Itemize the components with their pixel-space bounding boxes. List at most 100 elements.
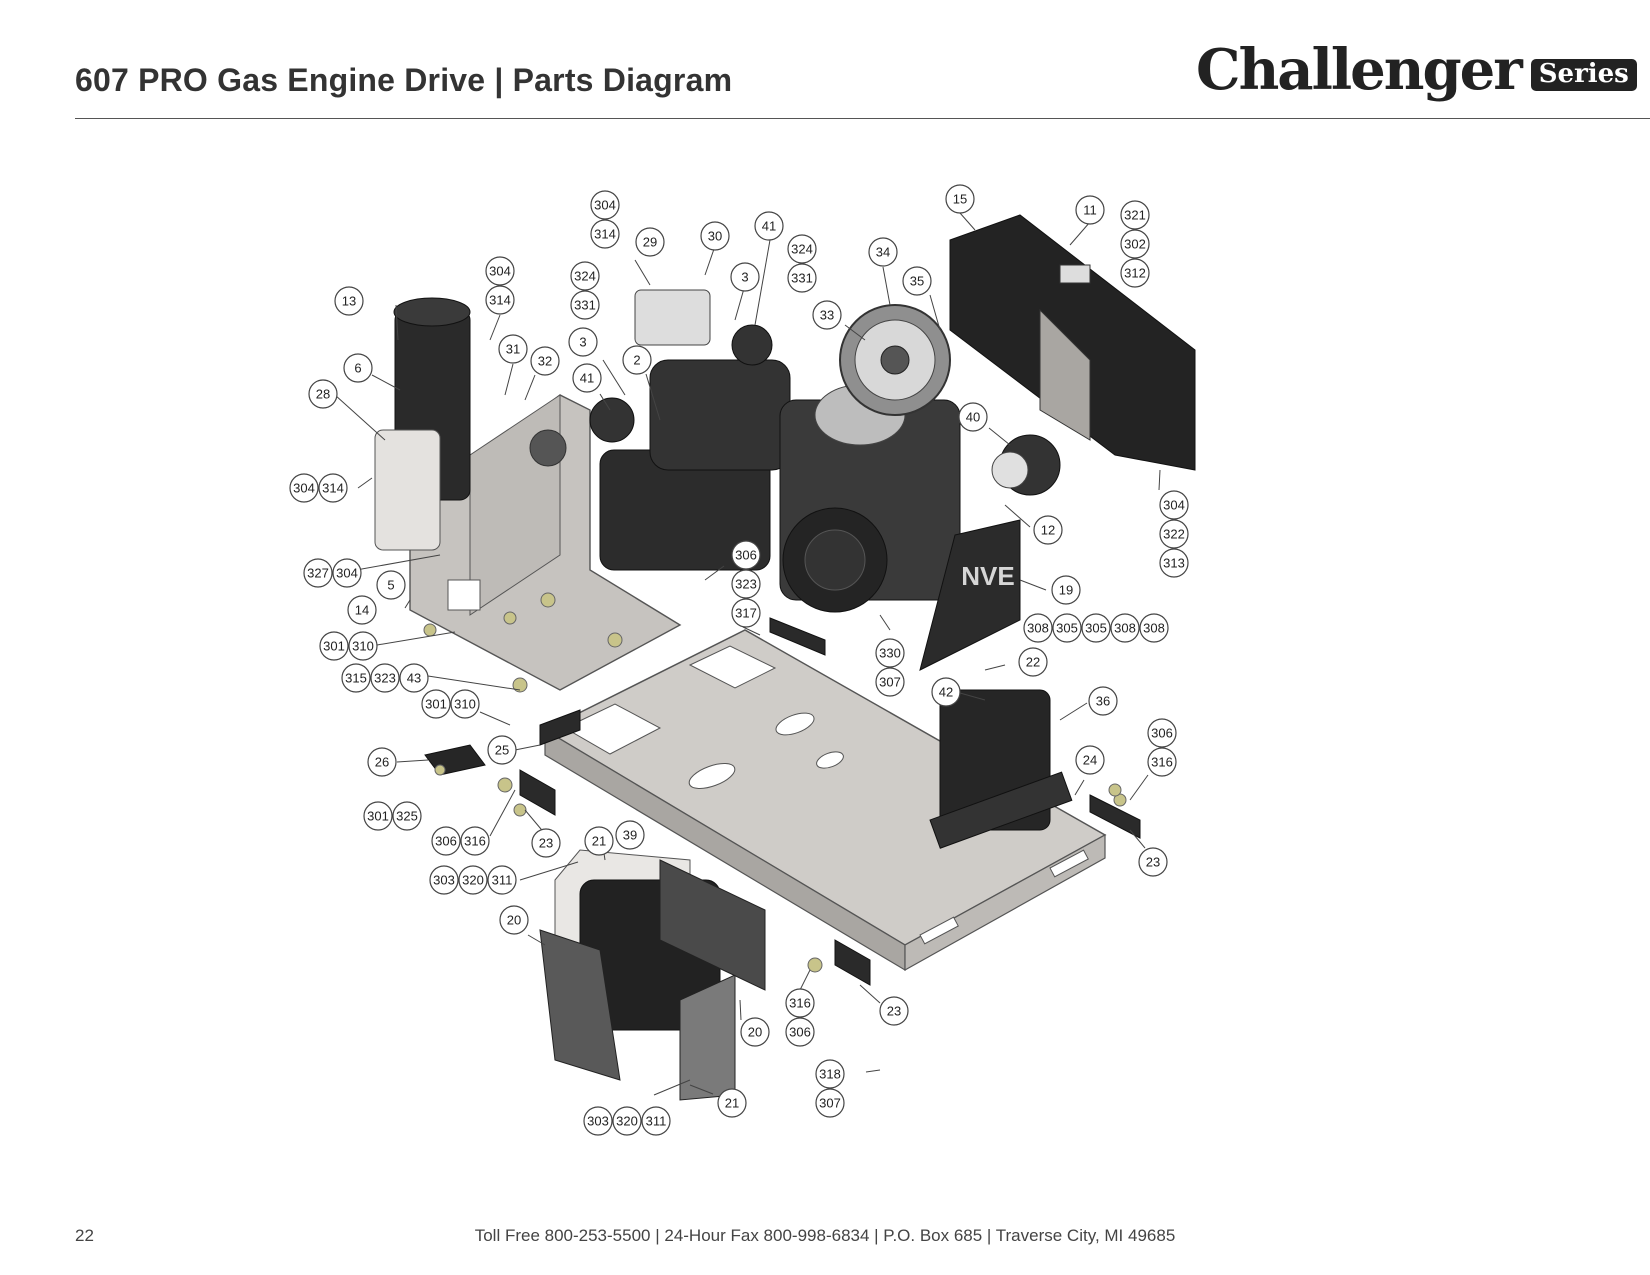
callout-bubble: 301 (421, 689, 451, 719)
callout-label: 331 (574, 298, 596, 313)
callout-label: 21 (592, 834, 606, 849)
fuel-tank-enclosure (539, 849, 766, 1101)
callout-bubble: 301 (319, 631, 349, 661)
callout-bubble: 310 (348, 631, 378, 661)
callout-bubble: 322 (1159, 519, 1189, 549)
callout-label: 15 (953, 192, 967, 207)
callout-label: 19 (1059, 583, 1073, 598)
compressor-pump (589, 289, 791, 571)
hardware (423, 592, 1127, 973)
callout-bubble: 318 (815, 1059, 845, 1089)
callout-bubble: 306 (785, 1017, 815, 1047)
callout-bubble: 33 (812, 300, 842, 330)
callout-bubble: 316 (785, 988, 815, 1018)
callout-bubble: 22 (1018, 647, 1048, 677)
callout-bubble: 331 (570, 290, 600, 320)
callout-bubble: 316 (1147, 747, 1177, 777)
callout-label: 2 (633, 353, 640, 368)
callout-label: 29 (643, 235, 657, 250)
callout-bubble: 32 (530, 346, 560, 376)
callout-label: 325 (396, 809, 418, 824)
callout-label: 20 (748, 1025, 762, 1040)
callout-bubble: 6 (343, 353, 373, 383)
callout-bubble: 31 (498, 334, 528, 364)
callout-bubble: 5 (376, 570, 406, 600)
callout-label: 317 (735, 606, 757, 621)
callout-label: 308 (1143, 621, 1165, 636)
callout-label: 320 (462, 873, 484, 888)
callout-bubble: 317 (731, 598, 761, 628)
callout-bubble: 34 (868, 237, 898, 267)
callout-bubble: 304 (1159, 490, 1189, 520)
brand-badge: Series (1530, 59, 1637, 91)
callout-bubble: 307 (875, 667, 905, 697)
callout-bubble: 43 (399, 663, 429, 693)
callout-label: 314 (489, 293, 511, 308)
callout-label: 324 (791, 242, 813, 257)
callout-label: 316 (789, 996, 811, 1011)
callout-label: 324 (574, 269, 596, 284)
callout-label: 330 (879, 646, 901, 661)
callout-label: 304 (594, 198, 616, 213)
callout-label: 24 (1083, 753, 1097, 768)
callout-bubble: 306 (731, 540, 761, 570)
callout-bubble: 303 (429, 865, 459, 895)
callout-bubble: 311 (641, 1106, 671, 1136)
callout-label: 5 (387, 578, 394, 593)
callout-label: 310 (352, 639, 374, 654)
callout-bubble: 2 (622, 345, 652, 375)
callout-label: 322 (1163, 527, 1185, 542)
callout-bubble: 304 (485, 256, 515, 286)
callout-bubble: 39 (615, 820, 645, 850)
callout-bubble: 320 (612, 1106, 642, 1136)
callout-label: 301 (367, 809, 389, 824)
callout-label: 311 (646, 1114, 667, 1129)
callout-label: 11 (1083, 203, 1097, 218)
callout-bubble: 30 (700, 221, 730, 251)
callout-bubble: 331 (787, 263, 817, 293)
callout-bubble: 304 (590, 190, 620, 220)
callout-bubble: 3 (730, 262, 760, 292)
callout-label: 314 (594, 227, 616, 242)
callout-bubble: 21 (584, 826, 614, 856)
callout-label: 23 (539, 836, 553, 851)
callout-label: 42 (939, 685, 953, 700)
callout-label: 307 (819, 1096, 841, 1111)
callout-bubble: 306 (431, 826, 461, 856)
callout-bubble: 314 (485, 285, 515, 315)
callout-label: 33 (820, 308, 834, 323)
footer-contact: Toll Free 800-253-5500 | 24-Hour Fax 800… (474, 1226, 1176, 1245)
callout-bubble: 311 (487, 865, 517, 895)
callout-bubble: 304 (332, 558, 362, 588)
callout-label: 3 (579, 335, 586, 350)
callout-bubble: 324 (570, 261, 600, 291)
callout-label: 310 (454, 697, 476, 712)
header-divider (75, 118, 1650, 119)
callout-label: 316 (1151, 755, 1173, 770)
callout-label: 306 (1151, 726, 1173, 741)
brand-logo: Challenger Series (1196, 42, 1637, 98)
mount-feet (424, 617, 1141, 986)
callout-label: 320 (616, 1114, 638, 1129)
callout-bubble: 20 (740, 1017, 770, 1047)
callout-bubble: 24 (1075, 745, 1105, 775)
callout-label: 26 (375, 755, 389, 770)
callout-bubble: 320 (458, 865, 488, 895)
callout-label: 313 (1163, 556, 1185, 571)
callout-label: 323 (374, 671, 396, 686)
callout-label: 32 (538, 354, 552, 369)
callout-label: 43 (407, 671, 421, 686)
battery-box (929, 689, 1073, 849)
callout-label: 20 (507, 913, 521, 928)
callout-bubble: 19 (1051, 575, 1081, 605)
callout-bubble: 23 (879, 996, 909, 1026)
callout-bubble: 36 (1088, 686, 1118, 716)
callout-label: 303 (587, 1114, 609, 1129)
callout-label: 327 (307, 566, 329, 581)
callout-label: 308 (1027, 621, 1049, 636)
callout-bubble: 26 (367, 747, 397, 777)
callout-label: 304 (1163, 498, 1185, 513)
callout-bubble: 314 (590, 219, 620, 249)
callout-label: 303 (433, 873, 455, 888)
callout-bubble: 42 (931, 677, 961, 707)
